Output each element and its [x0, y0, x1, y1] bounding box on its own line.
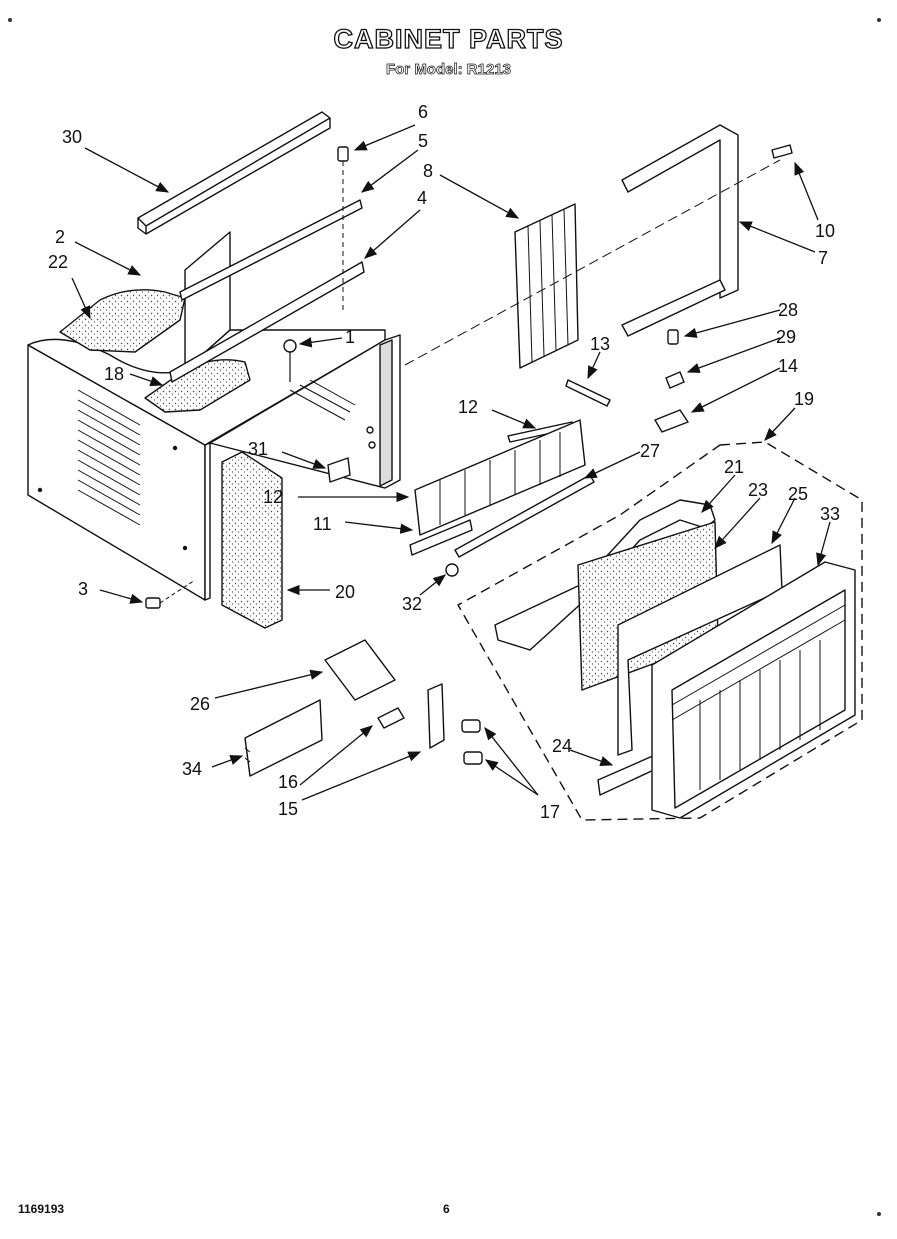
callout-label: 6 [418, 102, 428, 122]
callout-label: 26 [190, 694, 210, 714]
callout-label: 29 [776, 327, 796, 347]
corner-mark [877, 1212, 881, 1216]
callout-label: 23 [748, 480, 768, 500]
callout-label: 25 [788, 484, 808, 504]
front-assembly-outline-19 [457, 441, 863, 821]
screw-32 [445, 563, 459, 577]
callout-label: 11 [313, 514, 332, 534]
grille-frame-11 [409, 419, 586, 556]
filter-frame-25 [617, 544, 783, 756]
callout-label: 13 [590, 334, 610, 354]
bar-27 [454, 474, 595, 558]
louver-panel-8 [514, 203, 579, 369]
knob-16 [377, 707, 405, 729]
callout-label: 21 [724, 457, 744, 477]
page-number: 6 [443, 1202, 450, 1216]
bracket-13 [565, 379, 611, 407]
callout-label: 19 [794, 389, 814, 409]
callout-label: 16 [278, 772, 298, 792]
callout-label: 12 [263, 487, 283, 507]
callout-label: 20 [335, 582, 355, 602]
side-panel-20 [221, 451, 283, 629]
callout-label: 15 [278, 799, 298, 819]
page-title: CABINET PARTS [333, 23, 564, 54]
callout-label: 22 [48, 252, 68, 272]
callout-label: 17 [540, 802, 560, 822]
bar-24 [597, 754, 659, 796]
corner-mark [877, 18, 881, 22]
rail-30 [137, 111, 331, 235]
callout-label: 27 [640, 441, 660, 461]
knob-17 [463, 751, 483, 765]
screw-10 [771, 144, 793, 159]
screw-3 [145, 579, 196, 609]
leader-lines [71, 124, 831, 801]
screw-1 [283, 339, 297, 382]
callout-label: 12 [458, 397, 478, 417]
callout-label: 34 [182, 759, 202, 779]
bar-5 [179, 199, 363, 301]
partition-31 [327, 457, 351, 483]
callout-label: 8 [423, 161, 433, 181]
callout-label: 4 [417, 188, 427, 208]
bracket-15 [427, 683, 445, 749]
screw-28 [667, 329, 679, 345]
callout-label: 31 [248, 439, 268, 459]
callout-label: 32 [402, 594, 422, 614]
control-panel-34 [244, 699, 323, 777]
top-insulation-22 [59, 289, 186, 353]
callout-label: 33 [820, 504, 840, 524]
knob-17 [461, 719, 481, 733]
callout-label: 24 [552, 736, 572, 756]
corner-mark [8, 18, 12, 22]
bracket-14 [654, 409, 689, 433]
clip-29 [665, 371, 685, 389]
front-grille-33 [651, 561, 856, 819]
document-number: 1169193 [18, 1202, 65, 1216]
callout-label: 5 [418, 131, 428, 151]
screw-6 [337, 146, 349, 310]
callout-label: 28 [778, 300, 798, 320]
callout-label: 7 [818, 248, 828, 268]
callout-label: 18 [104, 364, 124, 384]
callout-label: 14 [778, 356, 798, 376]
model-subtitle: For Model: R1213 [385, 61, 512, 79]
callout-label: 30 [62, 127, 82, 147]
bar-4 [169, 261, 365, 383]
frame-7 [404, 124, 781, 366]
cabinet-shell [27, 231, 401, 601]
callout-label: 10 [815, 221, 835, 241]
callout-label: 1 [345, 327, 355, 347]
side-louvers [77, 389, 141, 526]
callout-label: 2 [55, 227, 65, 247]
bracket-26 [324, 639, 396, 701]
callout-label: 3 [78, 579, 88, 599]
